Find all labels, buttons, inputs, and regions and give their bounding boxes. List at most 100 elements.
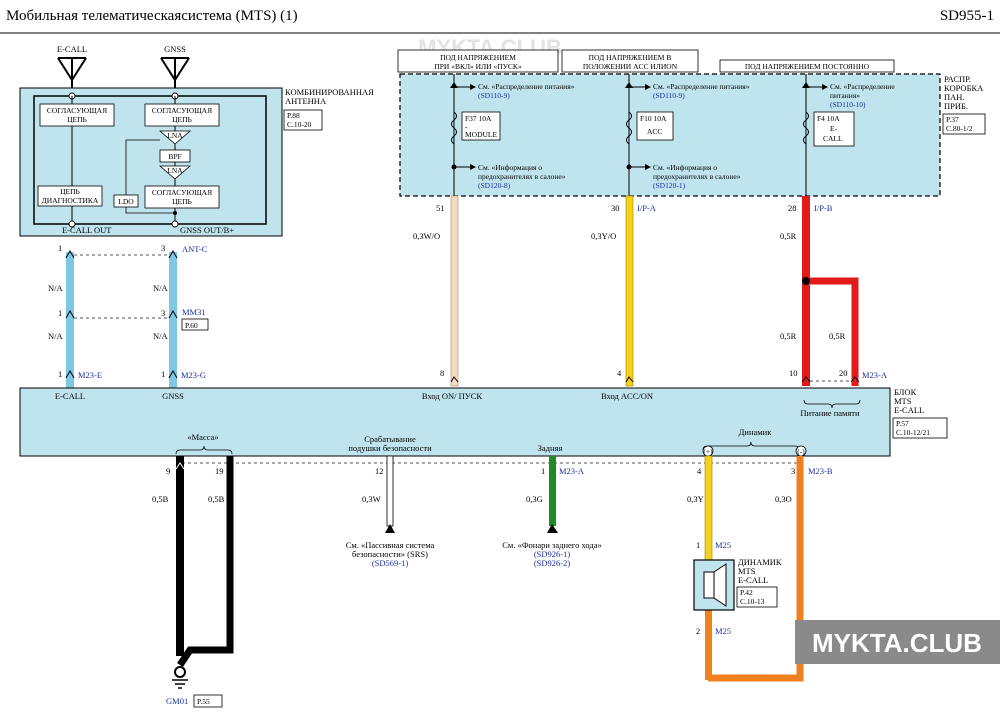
svg-text:0,3Y/O: 0,3Y/O: [591, 231, 616, 241]
svg-text:F10 10A: F10 10A: [640, 114, 667, 123]
svg-text:(SD120-1): (SD120-1): [653, 181, 686, 190]
power-label-1b: ПРИ «ВКЛ» ИЛИ «ПУСК»: [434, 62, 522, 71]
gnss-antenna-label: GNSS: [164, 44, 186, 54]
svg-text:ПОЛОЖЕНИИ ACC ИЛИON: ПОЛОЖЕНИИ ACC ИЛИON: [583, 62, 678, 71]
svg-text:P.55: P.55: [197, 697, 210, 706]
svg-text:См. «Распределение питания»: См. «Распределение питания»: [478, 82, 575, 91]
svg-text:ПОД НАПРЯЖЕНИЕМ В: ПОД НАПРЯЖЕНИЕМ В: [589, 53, 672, 62]
fuse-f37-icon: [451, 111, 457, 145]
svg-text:CALL: CALL: [823, 134, 843, 143]
svg-text:E-CALL: E-CALL: [55, 391, 85, 401]
svg-text:N/A: N/A: [153, 283, 169, 293]
svg-text:См. «Распределение: См. «Распределение: [830, 82, 895, 91]
svg-text:GM01: GM01: [166, 696, 188, 706]
svg-text:(+): (+): [703, 447, 713, 456]
svg-text:(SD926-1): (SD926-1): [534, 549, 571, 559]
svg-text:предохранителях в салоне»: предохранителях в салоне»: [478, 172, 566, 181]
svg-text:питания»: питания»: [830, 91, 860, 100]
combo-antenna-name-2: АНТЕННА: [285, 96, 327, 106]
svg-text:P.42: P.42: [740, 588, 753, 597]
svg-text:M23-A: M23-A: [862, 370, 888, 380]
svg-text:3: 3: [161, 243, 165, 253]
svg-text:9: 9: [166, 466, 170, 476]
m23-e-connector: M23-E: [78, 370, 102, 380]
svg-text:(-): (-): [797, 447, 805, 456]
svg-text:3: 3: [161, 308, 165, 318]
watermark-bottom: MYKTA.CLUB: [812, 628, 982, 658]
rear-light-wire: [549, 456, 556, 526]
gnss-wire: [169, 252, 177, 390]
svg-text:0,5B: 0,5B: [152, 494, 169, 504]
svg-text:См. «Распределение питания»: См. «Распределение питания»: [653, 82, 750, 91]
svg-text:ПРИБ.: ПРИБ.: [944, 101, 968, 111]
svg-text:E-CALL: E-CALL: [738, 575, 768, 585]
svg-text:M25: M25: [715, 626, 731, 636]
svg-text:MODULE: MODULE: [465, 130, 497, 139]
svg-text:4: 4: [617, 368, 622, 378]
svg-text:0,5R: 0,5R: [829, 331, 846, 341]
svg-text:LDO: LDO: [118, 197, 134, 206]
svg-text:0,5R: 0,5R: [780, 331, 797, 341]
svg-text:51: 51: [436, 203, 445, 213]
speaker-icon: [693, 559, 735, 611]
ground-wire-19: [177, 456, 234, 667]
svg-text:C.10-12/21: C.10-12/21: [896, 428, 930, 437]
svg-text:(SD569-1): (SD569-1): [372, 558, 409, 568]
airbag-wire: [386, 455, 394, 527]
svg-text:1: 1: [58, 369, 62, 379]
speaker-minus-wire-2: [708, 456, 804, 682]
watermark-bg: [795, 620, 1000, 664]
m23-g-connector: M23-G: [181, 370, 206, 380]
ant-c-connector: ANT-C: [182, 244, 208, 254]
wire-28-branch: [806, 277, 859, 386]
ecall-out-label: E-CALL OUT: [62, 225, 112, 235]
wire-30: [625, 195, 634, 387]
svg-text:10: 10: [789, 368, 798, 378]
svg-text:(SD110-9): (SD110-9): [478, 91, 510, 100]
wire-28: [802, 196, 810, 386]
mts-ecall-unit: [19, 387, 891, 457]
svg-text:-: -: [465, 122, 468, 131]
svg-text:Вход ON/ ПУСК: Вход ON/ ПУСК: [422, 391, 483, 401]
svg-text:MTS: MTS: [894, 396, 912, 406]
svg-text:предохранителях в салоне»: предохранителях в салоне»: [653, 172, 741, 181]
gnss-out-label: GNSS OUT/B+: [180, 225, 234, 235]
svg-text:P.60: P.60: [185, 321, 198, 330]
ground-wire-9: [176, 456, 184, 656]
svg-text:I/P-B: I/P-B: [814, 203, 833, 213]
svg-text:Срабатывание: Срабатывание: [364, 434, 416, 444]
wire-51: [450, 195, 459, 387]
svg-text:M23-A: M23-A: [559, 466, 585, 476]
svg-text:LNA: LNA: [167, 131, 183, 140]
svg-text:(SD120-8): (SD120-8): [478, 181, 511, 190]
svg-text:F4 10A: F4 10A: [817, 114, 840, 123]
svg-text:См. «Фонари заднего хода»: См. «Фонари заднего хода»: [502, 540, 601, 550]
page-title: Мобильная телематическаясистема (MTS) (1…: [6, 8, 298, 24]
svg-text:LNA: LNA: [167, 166, 183, 175]
svg-text:M23-B: M23-B: [808, 466, 833, 476]
svg-text:КОРОБКА: КОРОБКА: [944, 83, 984, 93]
svg-text:1: 1: [58, 308, 62, 318]
svg-text:См. «Пассивная система: См. «Пассивная система: [346, 540, 435, 550]
svg-text:ПАН.: ПАН.: [944, 92, 965, 102]
svg-text:ПОД НАПРЯЖЕНИЕМ ПОСТОЯННО: ПОД НАПРЯЖЕНИЕМ ПОСТОЯННО: [745, 62, 870, 71]
svg-text:РАСПР.: РАСПР.: [944, 74, 971, 84]
svg-text:1: 1: [541, 466, 545, 476]
svg-text:СОГЛАСУЮЩАЯ: СОГЛАСУЮЩАЯ: [152, 188, 212, 197]
svg-text:См. «Информация о: См. «Информация о: [653, 163, 717, 172]
svg-text:E-: E-: [830, 124, 838, 133]
svg-text:ACC: ACC: [647, 127, 662, 136]
svg-text:(SD110-9): (SD110-9): [653, 91, 685, 100]
combo-antenna-name-1: КОМБИНИРОВАННАЯ: [285, 87, 374, 97]
svg-text:4: 4: [697, 466, 702, 476]
svg-text:БЛОК: БЛОК: [894, 387, 917, 397]
ground-icon: [172, 666, 188, 689]
svg-text:(SD110-10): (SD110-10): [830, 100, 866, 109]
diagnostic-circuit: [37, 185, 103, 207]
svg-text:MTS: MTS: [738, 566, 756, 576]
svg-text:См. «Информация о: См. «Информация о: [478, 163, 542, 172]
fuse-f10-icon: [626, 111, 632, 145]
combo-antenna-ref-1: P.88: [287, 111, 300, 120]
ecall-matching-circuit: [39, 103, 115, 127]
